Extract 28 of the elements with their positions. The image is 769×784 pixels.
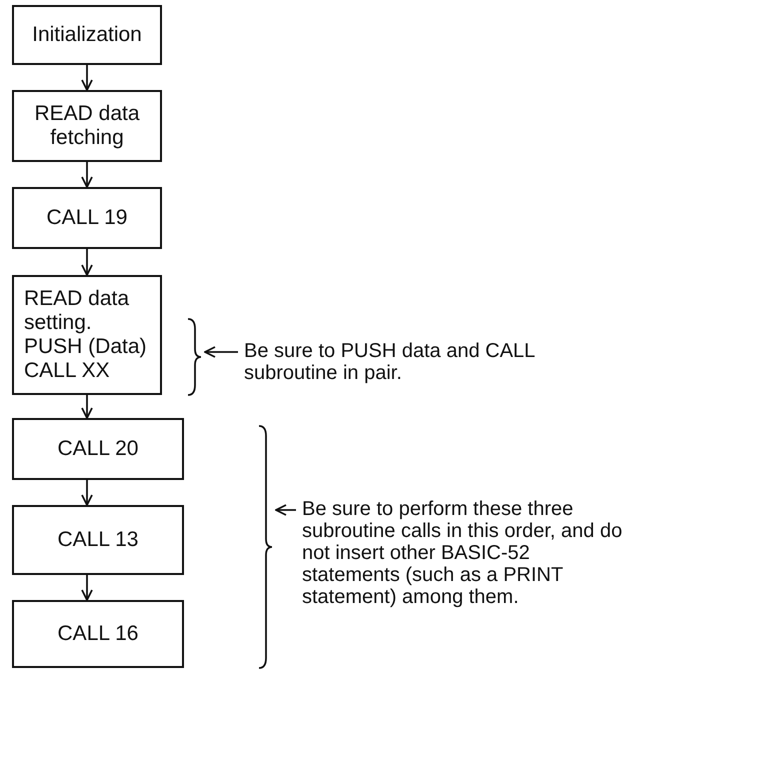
box-text: CALL 13 bbox=[58, 528, 138, 552]
box-text: READ data fetching bbox=[33, 102, 141, 150]
box-text: CALL 19 bbox=[46, 206, 128, 230]
leader-arrow bbox=[204, 346, 238, 358]
brace bbox=[258, 425, 274, 669]
process-box bbox=[12, 275, 162, 395]
arrow bbox=[81, 249, 93, 276]
note-text: Be sure to perform these three subroutine calls in this order, and do not insert other BASIC-52 statements (such as a PRINT statement) among them. bbox=[302, 498, 632, 608]
leader-arrow bbox=[275, 504, 296, 516]
box-text: CALL XX bbox=[24, 359, 110, 383]
process-box bbox=[12, 5, 162, 65]
note-text: Be sure to PUSH data and CALL subroutine in pair. bbox=[244, 340, 544, 384]
arrow bbox=[81, 162, 93, 188]
process-box bbox=[12, 600, 184, 668]
arrow bbox=[81, 575, 93, 601]
process-box bbox=[12, 90, 162, 162]
brace bbox=[187, 318, 203, 396]
process-box bbox=[12, 187, 162, 249]
box-text: CALL 20 bbox=[58, 437, 138, 461]
box-text: Initialization bbox=[32, 23, 142, 47]
box-text: PUSH (Data) bbox=[24, 335, 147, 359]
box-text: READ data setting. bbox=[24, 287, 130, 335]
box-text: CALL 16 bbox=[58, 622, 138, 646]
process-box bbox=[12, 418, 184, 480]
arrow bbox=[81, 395, 93, 419]
arrow bbox=[81, 65, 93, 91]
arrow bbox=[81, 480, 93, 506]
process-box bbox=[12, 505, 184, 575]
